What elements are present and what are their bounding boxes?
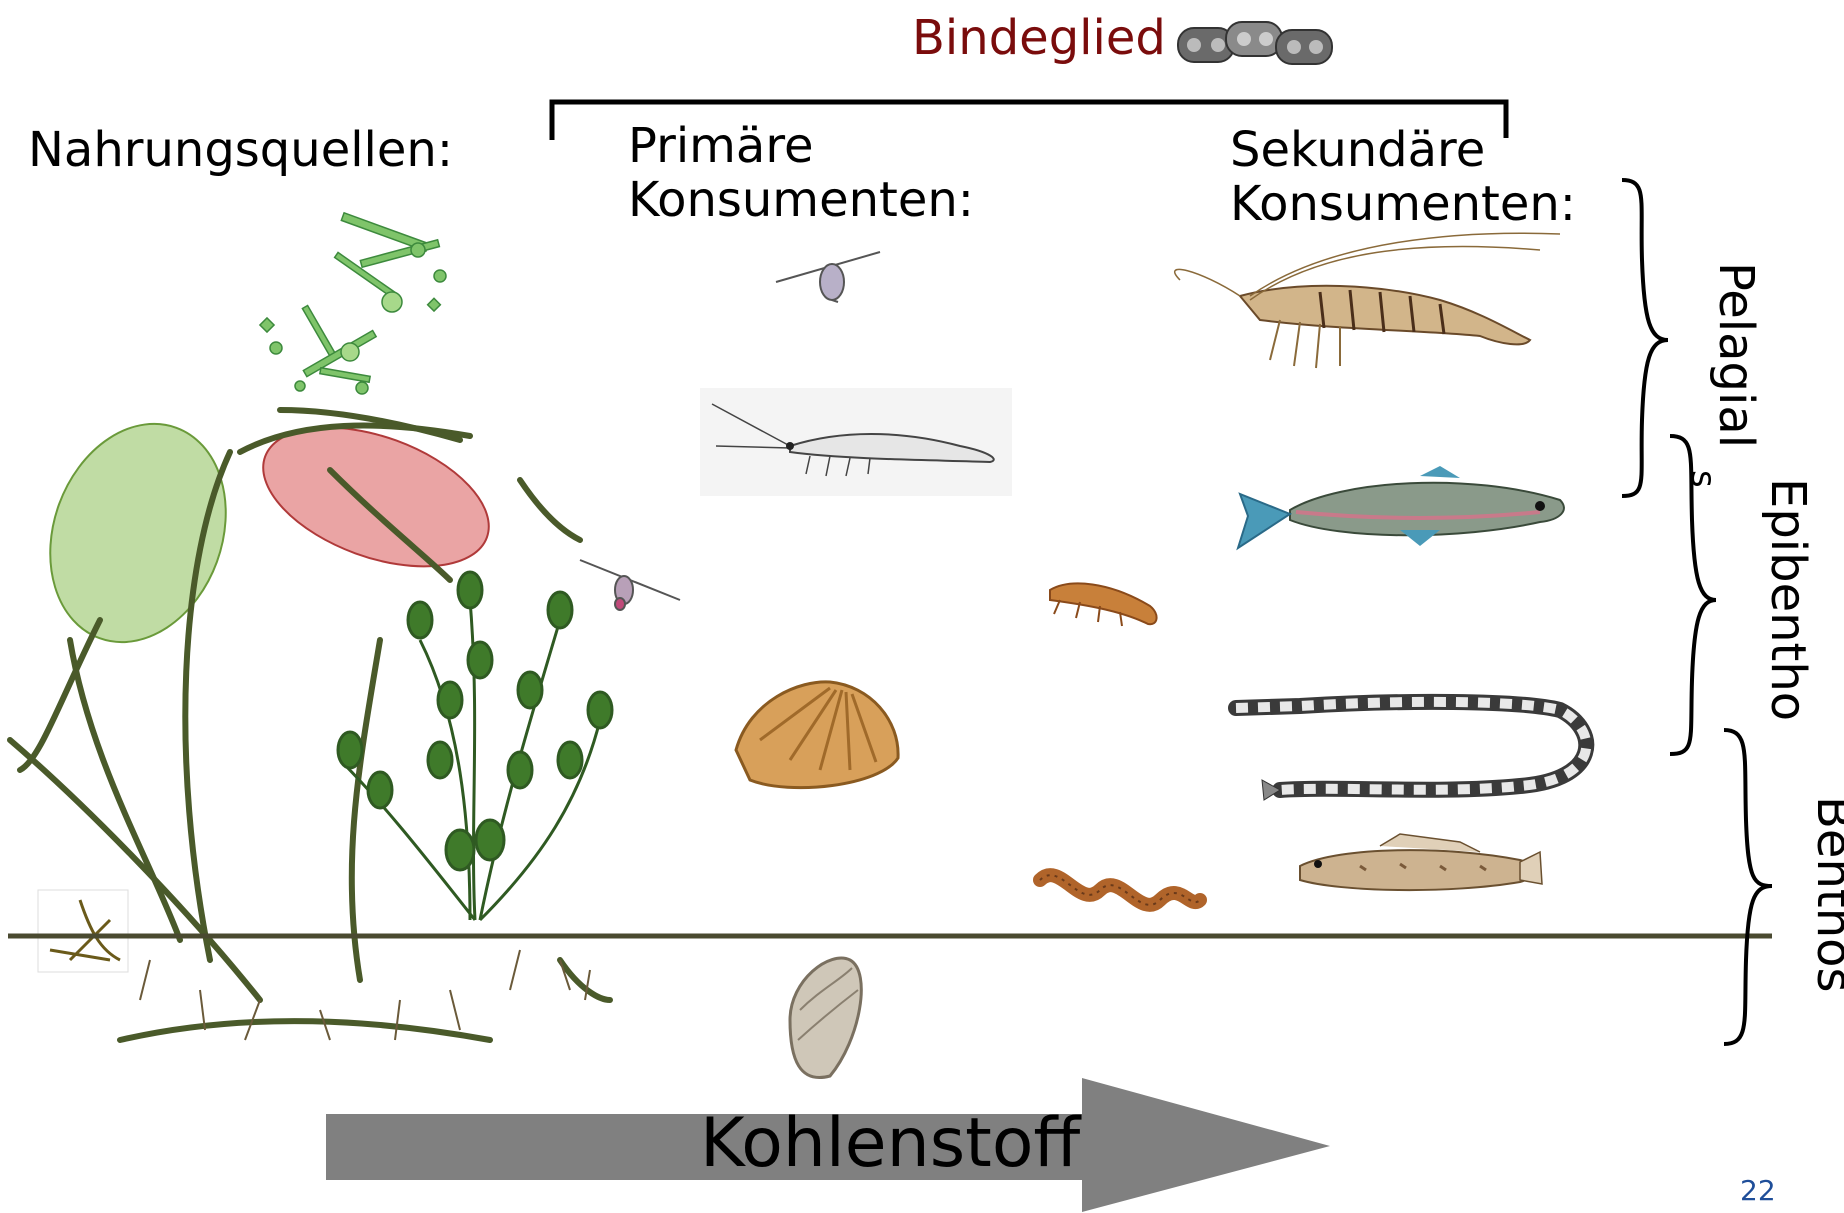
- green-highlight-ellipse: [21, 399, 255, 667]
- worm-image: [1040, 875, 1200, 905]
- secondary-consumers-line2: Konsumenten:: [1230, 178, 1576, 232]
- copepod-small-image: [580, 560, 680, 610]
- algae-plant-image: [338, 572, 612, 920]
- page-number: 22: [1740, 1174, 1776, 1207]
- zone-pelagial-suffix: s: [1686, 470, 1720, 488]
- pelagial-brace: [1622, 180, 1668, 496]
- carbon-arrow-label: Kohlenstoff: [700, 1110, 1080, 1178]
- primary-consumers-heading: Primäre Konsumenten:: [628, 120, 974, 228]
- bike-chain-icon: [1178, 22, 1332, 64]
- copepod-image: [776, 252, 880, 302]
- pipefish-image: [1236, 702, 1586, 800]
- primary-consumers-line2: Konsumenten:: [628, 174, 974, 228]
- red-highlight-ellipse: [245, 400, 508, 593]
- phytoplankton-image: [260, 213, 446, 394]
- seagrass-inset-image: [38, 890, 128, 972]
- shrimp-image: [1175, 233, 1560, 368]
- stickleback-fish-image: [1238, 466, 1564, 548]
- zone-epibenthos-label: Epibentho: [1764, 478, 1812, 721]
- bindeglied-label: Bindeglied: [912, 12, 1166, 66]
- zone-pelagial-label: Pelagial: [1712, 262, 1760, 448]
- primary-consumers-line1: Primäre: [628, 120, 974, 174]
- amphipod-image: [1050, 583, 1157, 626]
- food-sources-heading: Nahrungsquellen:: [28, 124, 453, 178]
- secondary-consumers-heading: Sekundäre Konsumenten:: [1230, 124, 1576, 232]
- zone-benthos-label: Benthos: [1810, 796, 1844, 993]
- goby-fish-image: [1300, 834, 1542, 890]
- clam-shell-image: [790, 958, 861, 1077]
- benthos-brace: [1724, 730, 1772, 1044]
- cockle-shell-image: [736, 682, 898, 788]
- mysid-shrimp-image: [700, 388, 1012, 496]
- secondary-consumers-line1: Sekundäre: [1230, 124, 1576, 178]
